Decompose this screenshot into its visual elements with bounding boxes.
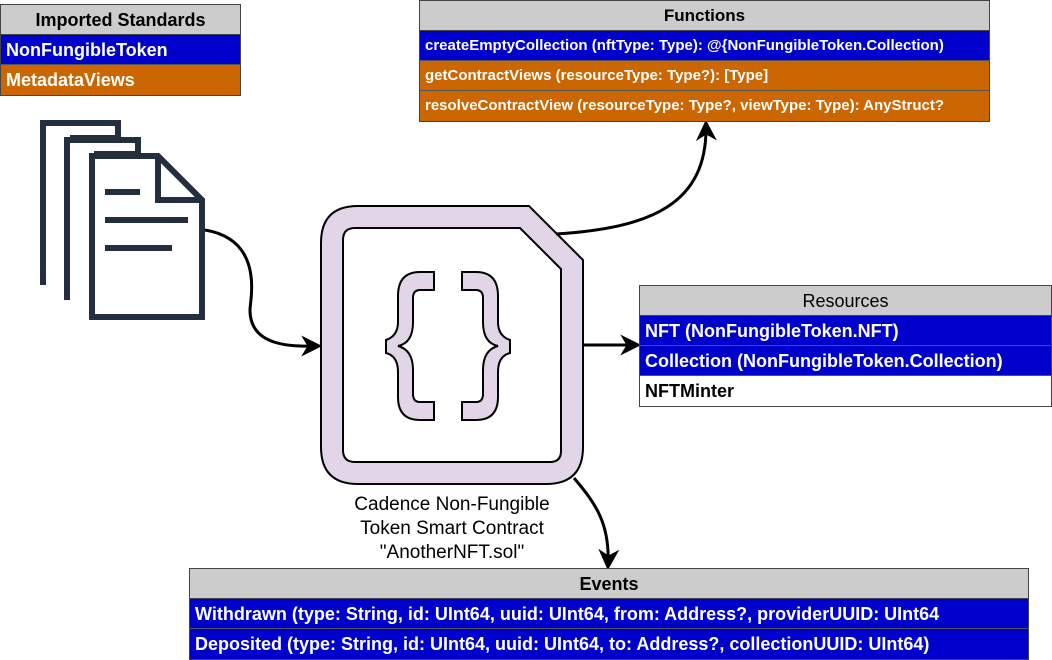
resources-title: Resources	[640, 286, 1051, 316]
contract-caption-line-1: Cadence Non-Fungible	[354, 494, 550, 515]
resource-nft: NFT (NonFungibleToken.NFT)	[640, 316, 1051, 346]
imported-item-metadataviews: MetadataViews	[1, 65, 240, 95]
events-panel: Events Withdrawn (type: String, id: UInt…	[189, 568, 1029, 660]
contract-caption-line-3: "AnotherNFT.sol"	[379, 542, 525, 563]
contract-caption: Cadence Non-Fungible Token Smart Contrac…	[322, 493, 582, 565]
event-deposited: Deposited (type: String, id: UInt64, uui…	[190, 629, 1028, 659]
events-title: Events	[190, 569, 1028, 599]
imported-item-nonfungibletoken: NonFungibleToken	[1, 35, 240, 65]
contract-file-icon	[320, 205, 584, 485]
resource-nft-minter: NFTMinter	[640, 376, 1051, 406]
contract-to-events-arrow	[572, 477, 620, 571]
curly-braces-icon	[385, 271, 511, 421]
contract-caption-line-2: Token Smart Contract	[360, 518, 544, 539]
function-create-empty-collection: createEmptyCollection (nftType: Type): @…	[420, 31, 989, 61]
functions-panel: Functions createEmptyCollection (nftType…	[419, 0, 990, 122]
event-withdrawn: Withdrawn (type: String, id: UInt64, uui…	[190, 599, 1028, 629]
docs-to-contract-arrow	[204, 228, 323, 357]
imported-standards-panel: Imported Standards NonFungibleToken Meta…	[0, 4, 241, 96]
imported-standards-title: Imported Standards	[1, 5, 240, 35]
document-stack-icon	[40, 120, 205, 320]
function-get-contract-views: getContractViews (resourceType: Type?): …	[420, 61, 989, 91]
functions-title: Functions	[420, 1, 989, 31]
resources-panel: Resources NFT (NonFungibleToken.NFT) Col…	[639, 285, 1052, 407]
function-resolve-contract-view: resolveContractView (resourceType: Type?…	[420, 91, 989, 121]
resource-collection: Collection (NonFungibleToken.Collection)	[640, 346, 1051, 376]
contract-to-functions-arrow	[555, 119, 717, 236]
